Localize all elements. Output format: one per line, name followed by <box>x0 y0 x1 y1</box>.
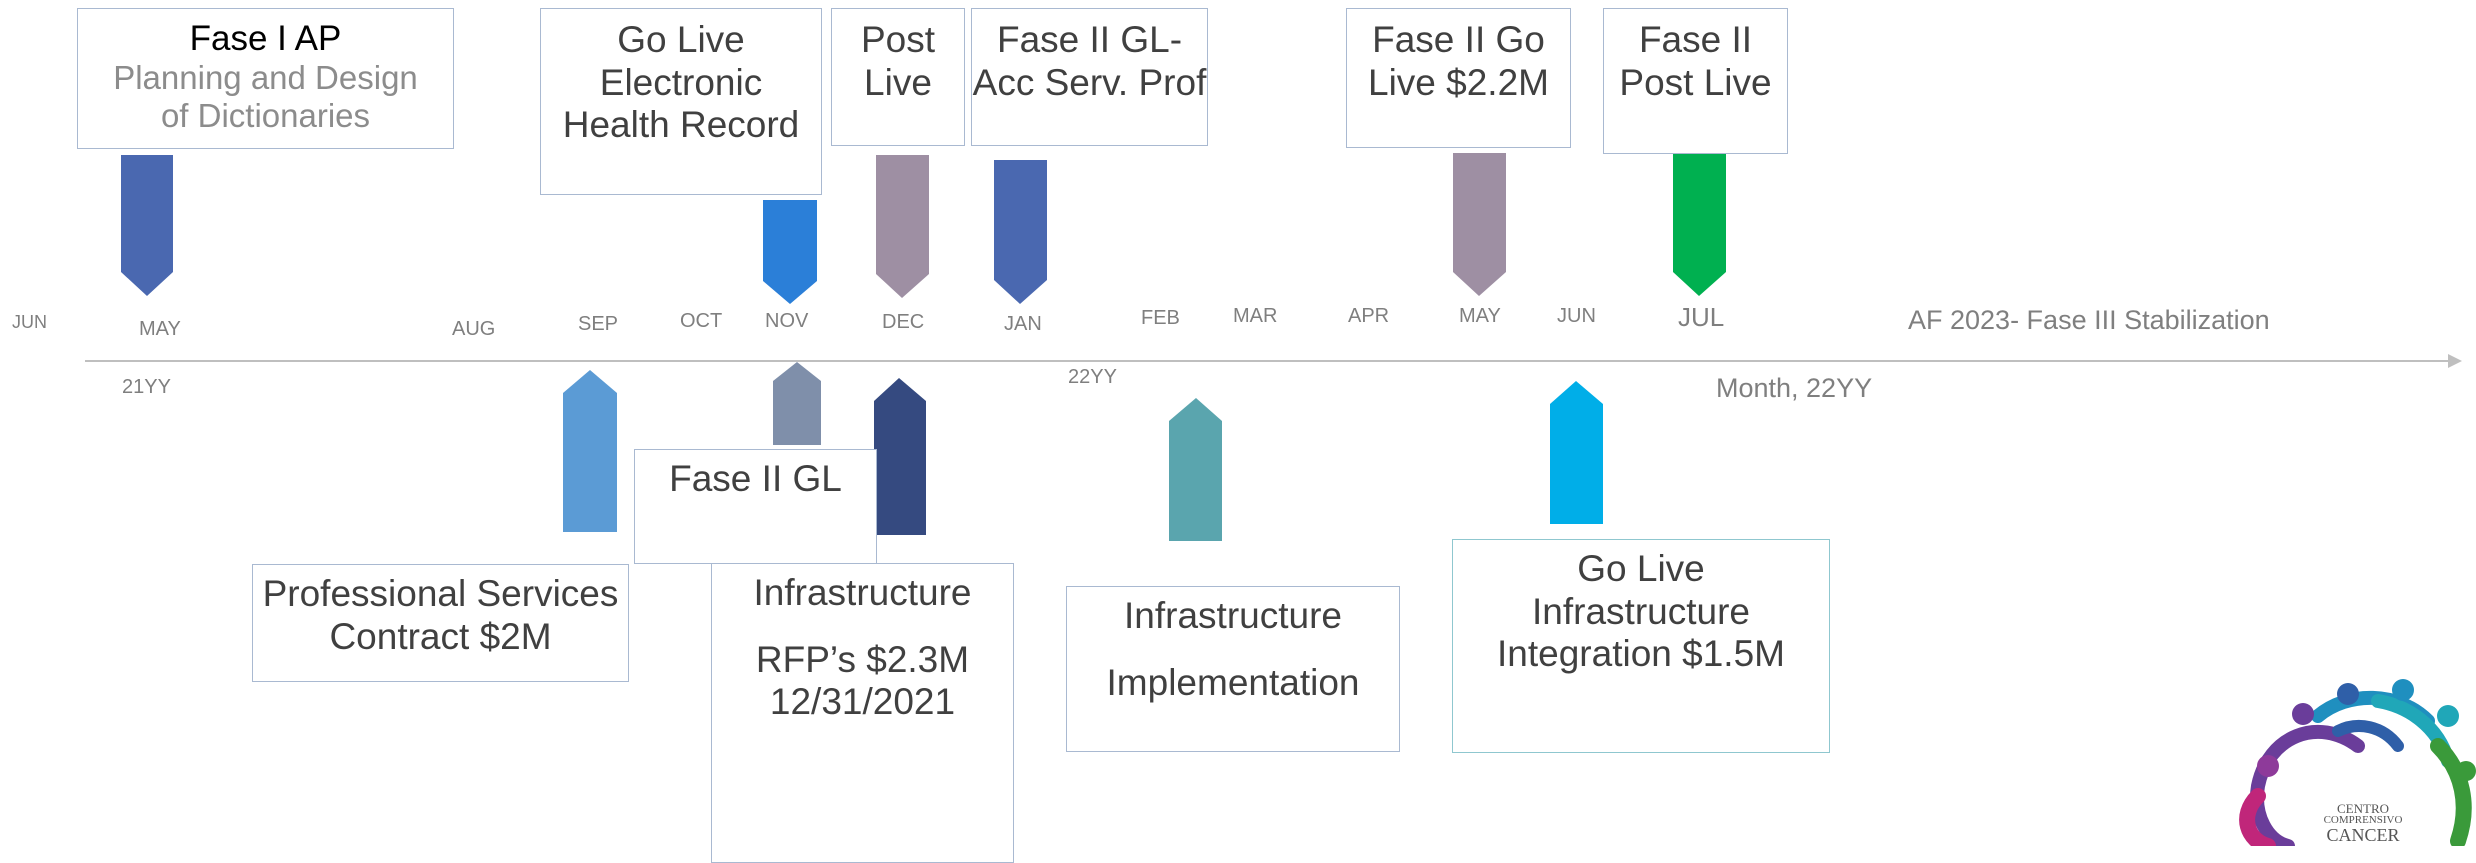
fase2-gl-line: Fase II GL <box>669 458 842 499</box>
arrow-down-golive-ehr <box>763 200 817 304</box>
infra-integration-line: Integration $1.5M <box>1497 633 1785 675</box>
month-label: MAY <box>139 318 181 340</box>
arrow-down-fase1 <box>121 155 173 296</box>
month-label: NOV <box>765 310 809 332</box>
infra-impl-box: Infrastructure Implementation <box>1066 586 1400 752</box>
fase2-postlive-line: Post Live <box>1619 61 1772 103</box>
postlive-line: Live <box>864 61 932 103</box>
prof-services-line: Professional Services <box>262 573 619 614</box>
fase1-ap-title: Fase I AP <box>189 19 342 58</box>
arrow-down-fase2-postlive <box>1673 153 1726 296</box>
logo-text-line: COMPRENSIVO <box>2323 814 2403 826</box>
logo-text-line: CENTRO <box>2337 801 2389 816</box>
month-label: DEC <box>882 311 925 333</box>
arrow-up-infra-rfp <box>874 378 926 535</box>
fase1-ap-subtitle-line: Planning and Design <box>113 59 418 97</box>
month-label: JUN <box>1557 305 1596 327</box>
infra-rfp-line: 12/31/2021 <box>769 681 956 723</box>
month-label: MAY <box>1459 305 1501 327</box>
month-label: JAN <box>1004 313 1042 335</box>
fase2-golive-line: Fase II Go <box>1372 19 1545 60</box>
infra-rfp-line: Infrastructure <box>753 572 972 613</box>
month-label: OCT <box>680 310 723 332</box>
fase2-postlive-line: Fase II <box>1638 19 1753 60</box>
logo-text-line: CANCER <box>2326 825 2400 845</box>
month-label: MAR <box>1233 305 1278 327</box>
fase2-acc-line: Fase II GL- <box>996 19 1183 60</box>
fase2-acc-box: Fase II GL- Acc Serv. Prof <box>971 8 1208 146</box>
month-label: JUL <box>1678 302 1725 332</box>
prof-services-line: Contract $2M <box>329 615 552 657</box>
year-label-start: 21YY <box>122 376 171 398</box>
cancer-center-logo: CENTRO COMPRENSIVO CANCER <box>2208 676 2476 846</box>
month-marker-label: Month, 22YY <box>1716 373 1873 403</box>
infra-integration-line: Infrastructure <box>1532 590 1750 632</box>
logo-figures-icon <box>2239 679 2476 846</box>
fase1-ap-subtitle-line: of Dictionaries <box>160 97 371 135</box>
month-label: FEB <box>1141 307 1180 329</box>
prof-services-box: Professional Services Contract $2M <box>252 564 629 682</box>
arrow-down-postlive <box>876 155 929 298</box>
fase1-ap-box: Fase I AP Planning and Design of Diction… <box>77 8 454 149</box>
fase2-golive-box: Fase II Go Live $2.2M <box>1346 8 1571 148</box>
arrow-up-infra-impl <box>1169 398 1222 541</box>
arrow-up-prof-services <box>563 370 617 532</box>
arrow-down-fase2-golive <box>1453 153 1506 296</box>
golive-ehr-line: Electronic <box>599 61 763 103</box>
logo-text: CENTRO COMPRENSIVO CANCER <box>2308 802 2418 844</box>
infra-rfp-line: RFP’s $2.3M <box>755 638 970 680</box>
infra-impl-line: Infrastructure <box>1124 595 1342 636</box>
timeline-left-label: JUN <box>12 312 47 332</box>
golive-ehr-line: Go Live <box>617 19 745 60</box>
infra-impl-line: Implementation <box>1106 661 1360 703</box>
month-label: APR <box>1348 305 1390 327</box>
fase2-postlive-box: Fase II Post Live <box>1603 8 1788 154</box>
fase2-acc-line: Acc Serv. Prof <box>972 61 1207 103</box>
fase2-golive-line: Live $2.2M <box>1368 61 1549 103</box>
infra-rfp-box: Infrastructure RFP’s $2.3M 12/31/2021 <box>711 563 1014 863</box>
year-label-mid: 22YY <box>1068 366 1117 388</box>
fase2-gl-box: Fase II GL <box>634 449 877 564</box>
infra-integration-box: Go Live Infrastructure Integration $1.5M <box>1452 539 1830 753</box>
golive-ehr-box: Go Live Electronic Health Record <box>540 8 822 195</box>
golive-ehr-line: Health Record <box>562 104 800 146</box>
month-label: SEP <box>578 313 619 335</box>
postlive-box: Post Live <box>831 8 965 146</box>
stabilization-label: AF 2023- Fase III Stabilization <box>1908 305 2270 335</box>
infra-integration-line: Go Live <box>1577 548 1705 589</box>
arrow-up-fase2-gl <box>773 362 821 445</box>
timeline-axis-arrowhead <box>2448 354 2462 368</box>
arrow-up-infra-integration <box>1550 381 1603 524</box>
arrow-down-fase2-acc <box>994 160 1047 304</box>
month-label: AUG <box>452 318 496 340</box>
postlive-line: Post <box>860 19 936 60</box>
